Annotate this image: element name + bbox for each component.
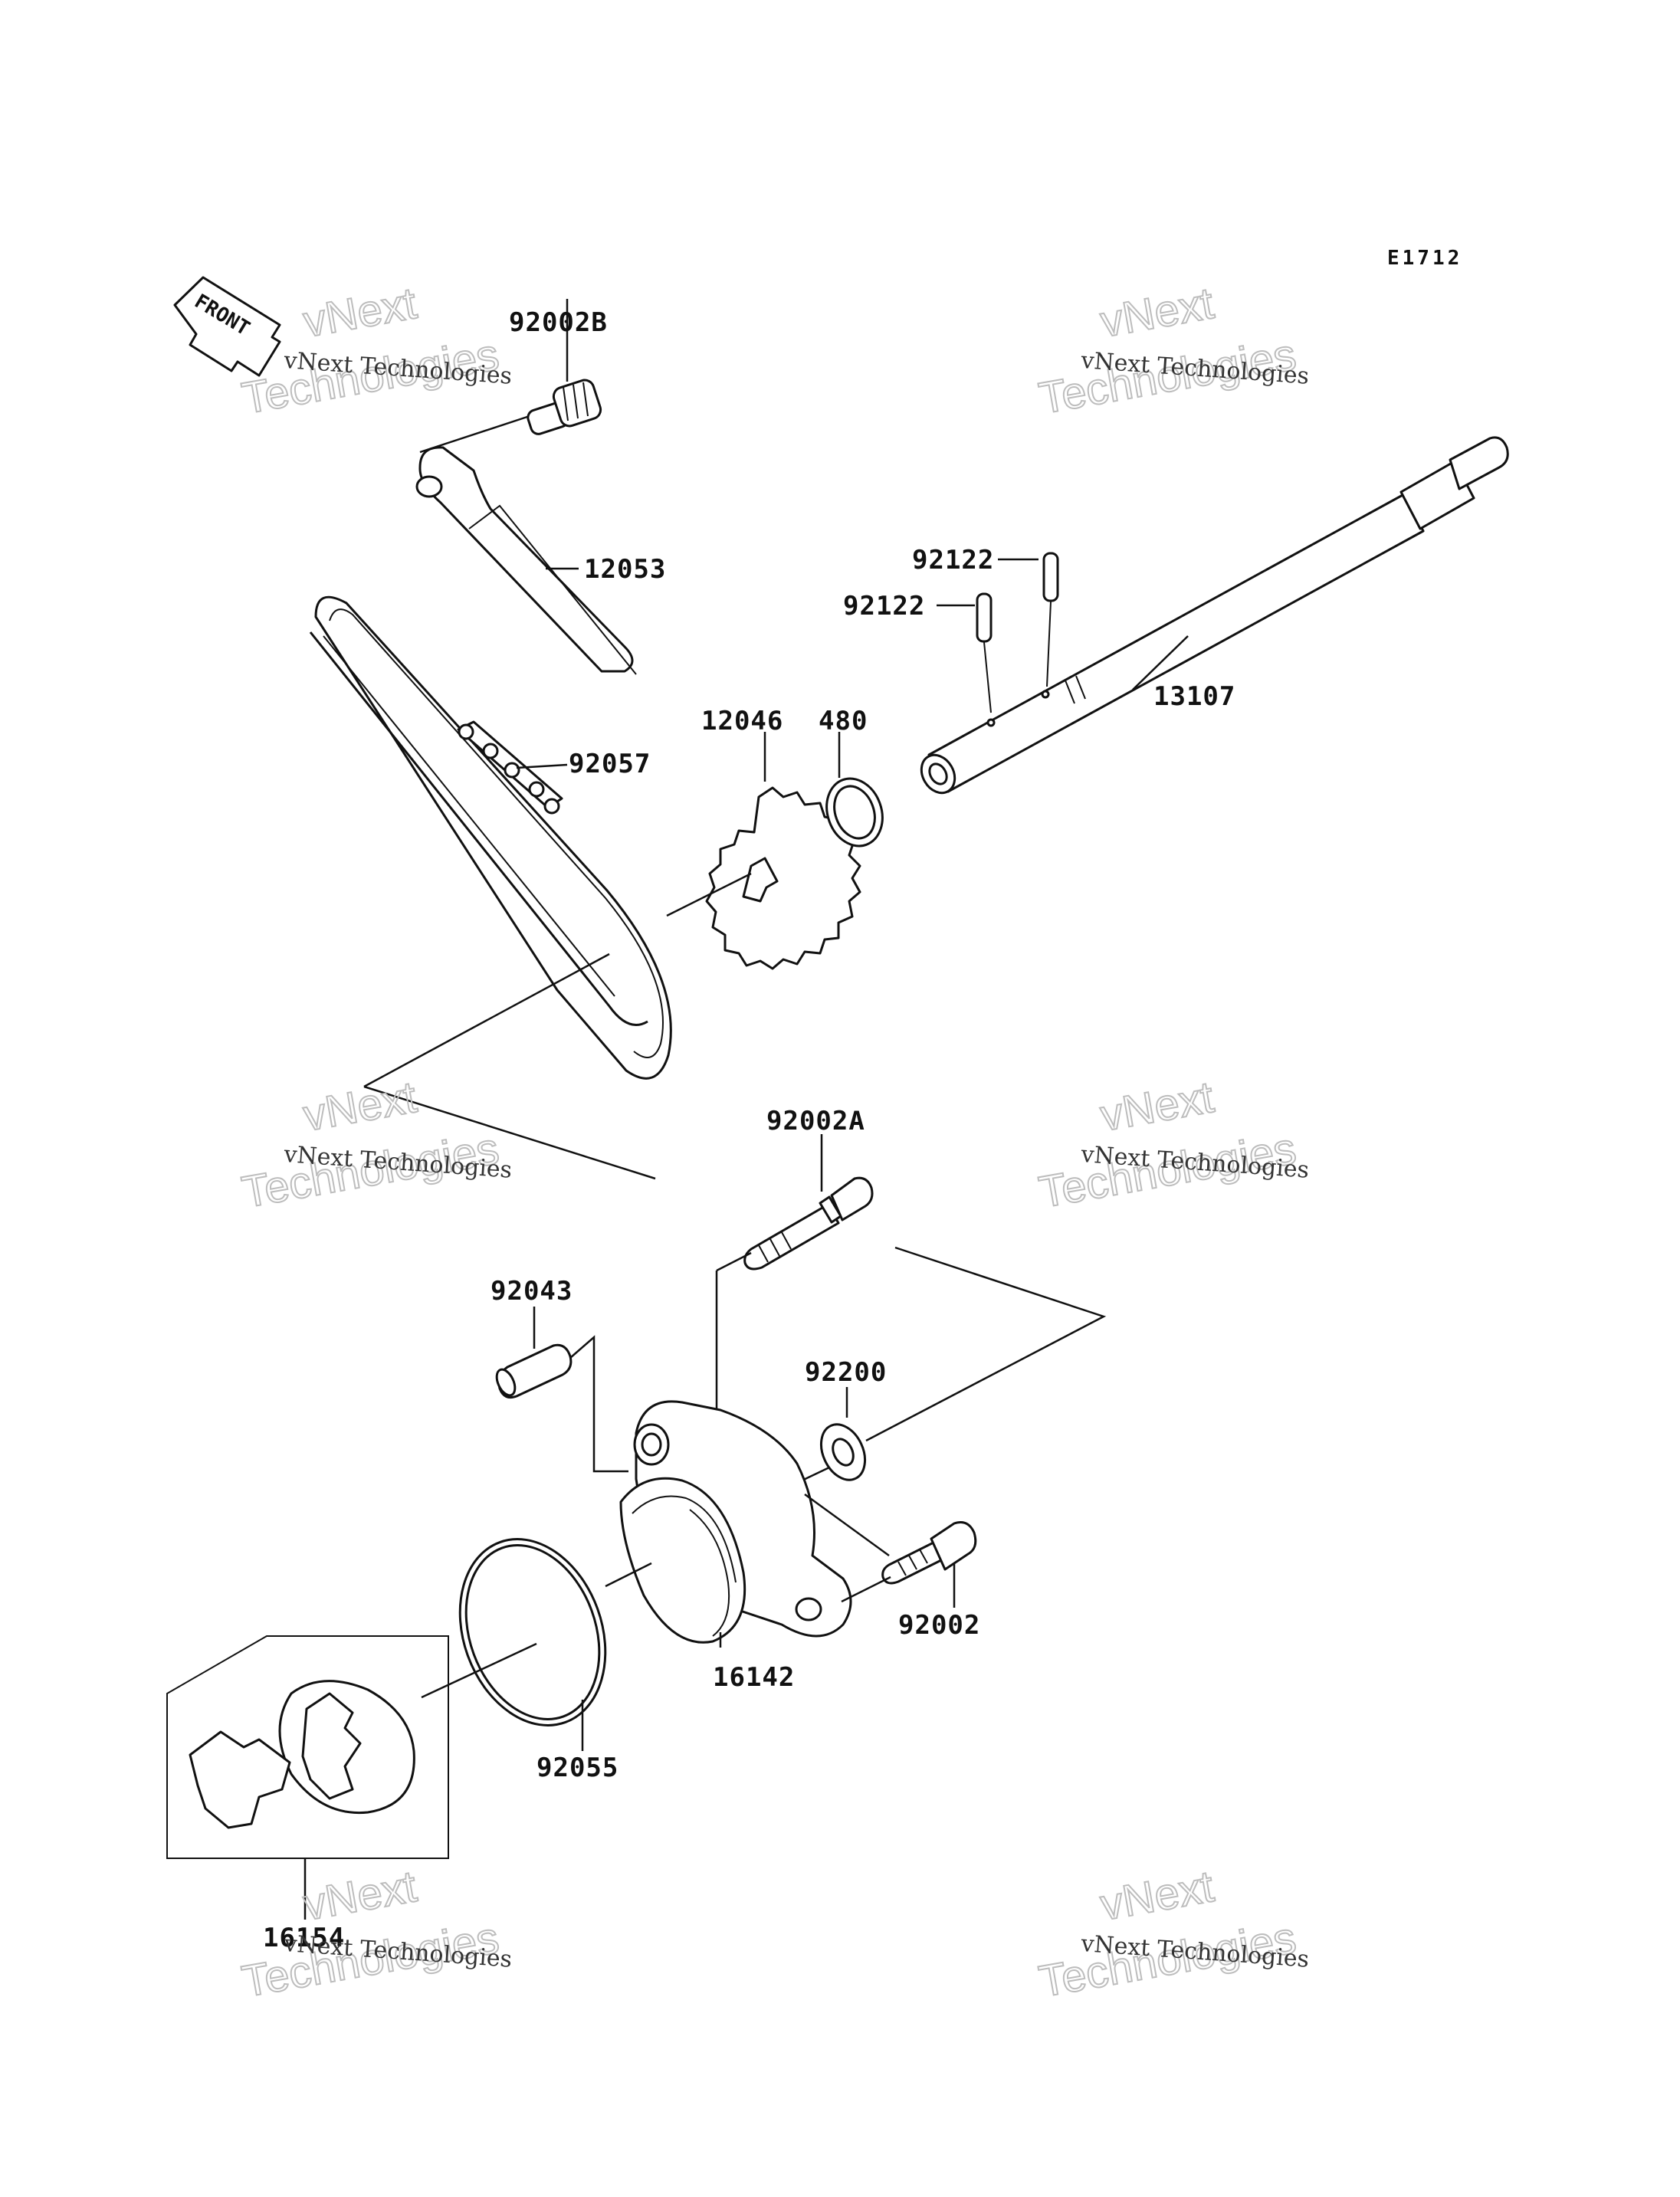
- sprocket-12046-icon: [666, 732, 861, 970]
- label-92200: 92200: [805, 1357, 887, 1388]
- svg-text:vNext: vNext: [300, 1861, 420, 1930]
- label-92002a: 92002A: [766, 1106, 865, 1136]
- svg-text:vNext: vNext: [300, 1072, 420, 1141]
- pin-92122-icon: [937, 552, 1059, 713]
- bolt-92002a-icon: [715, 1134, 874, 1421]
- svg-text:vNext: vNext: [1097, 278, 1217, 347]
- label-92002b: 92002B: [509, 307, 608, 338]
- watermark-mid-left: vNext Technologies vNext Technologies: [238, 1071, 513, 1218]
- rotor-set-16154-icon: [166, 1635, 449, 1920]
- chain-guide-12053-icon: [415, 446, 637, 675]
- label-12046: 12046: [701, 706, 783, 736]
- bolt-92002-icon: [841, 1521, 977, 1608]
- washer-92200-icon: [796, 1387, 867, 1484]
- chain-loop-icon: [309, 595, 672, 1088]
- watermark-bottom-right: vNext Technologies vNext Technologies: [1035, 1861, 1310, 2008]
- label-480: 480: [819, 706, 868, 736]
- shaft-13107-icon: [920, 436, 1509, 795]
- circlip-480-icon: [825, 732, 884, 848]
- label-16142: 16142: [713, 1662, 795, 1693]
- o-ring-92055-icon: [421, 1538, 652, 1751]
- watermark-mid-right: vNext Technologies vNext Technologies: [1035, 1071, 1310, 1218]
- label-92122-upper: 92122: [912, 545, 994, 575]
- label-13107: 13107: [1153, 681, 1235, 712]
- label-92002: 92002: [898, 1610, 980, 1641]
- chain-link-92057-icon: [457, 720, 568, 815]
- watermark-top-left: vNext Technologies vNext Technologies: [238, 277, 513, 425]
- bolt-92002b-icon: [419, 299, 602, 454]
- label-92122-lower: 92122: [843, 591, 925, 621]
- watermark-top-right: vNext Technologies vNext Technologies: [1035, 277, 1310, 425]
- label-92043: 92043: [491, 1276, 573, 1307]
- label-12053: 12053: [584, 554, 666, 585]
- label-92057: 92057: [569, 749, 651, 779]
- label-92055: 92055: [536, 1753, 619, 1783]
- svg-text:vNext: vNext: [1097, 1072, 1217, 1141]
- pump-housing-16142-icon: [619, 1400, 890, 1648]
- svg-text:vNext: vNext: [300, 278, 420, 347]
- label-16154: 16154: [263, 1923, 345, 1953]
- svg-text:vNext: vNext: [1097, 1861, 1217, 1930]
- front-arrow-icon: FRONT: [173, 276, 281, 377]
- diagram-code: E1712: [1387, 247, 1462, 270]
- dowel-92043-icon: [495, 1307, 628, 1473]
